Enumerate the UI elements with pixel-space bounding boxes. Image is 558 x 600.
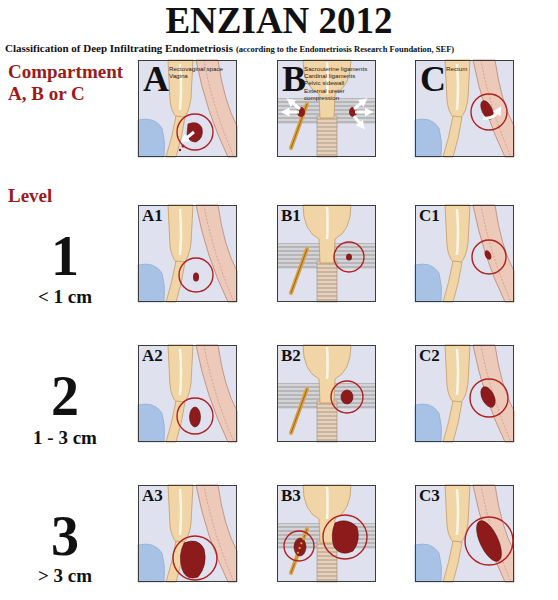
level-panel: C2 — [415, 345, 514, 442]
level-code: A2 — [142, 347, 163, 364]
level-panel: B3 — [277, 485, 376, 582]
level-code: C3 — [419, 487, 440, 504]
section-heading: Level — [8, 186, 136, 207]
level-code: A3 — [142, 487, 163, 504]
page-title: ENZIAN 2012 — [0, 2, 558, 39]
compartment-panel: BSacrouterine ligamentsCardinal ligament… — [277, 60, 376, 157]
level-panel: A3 — [138, 485, 237, 582]
level-code: B1 — [281, 207, 301, 224]
level-number: 2 — [0, 368, 130, 424]
section-subheading: A, B or C — [8, 84, 136, 105]
level-code: C2 — [419, 347, 440, 364]
compartment-panel: ARectovaginal spaceVagina — [138, 60, 237, 157]
anatomy-item: Vagina — [169, 72, 235, 79]
level-number: 3 — [0, 508, 130, 564]
level-panel: C3 — [415, 485, 514, 582]
level-panel: C1 — [415, 205, 514, 302]
level-code: B2 — [281, 347, 301, 364]
size-range: 1 - 3 cm — [0, 428, 130, 447]
level-panel: A2 — [138, 345, 237, 442]
subtitle-row: Classification of Deep Infiltrating Endo… — [5, 42, 555, 54]
compartment-description: Rectum — [446, 65, 512, 72]
anatomy-item: Rectum — [446, 65, 512, 72]
level-panel: A1 — [138, 205, 237, 302]
anatomy-item: Rectovaginal space — [169, 65, 235, 72]
compartment-letter: B — [282, 61, 306, 97]
compartment-panel: CRectum — [415, 60, 514, 157]
subtitle-note: (according to the Endometriosis Research… — [236, 45, 454, 54]
size-range: > 3 cm — [0, 566, 130, 585]
compartment-description: Rectovaginal spaceVagina — [169, 65, 235, 79]
level-code: C1 — [419, 207, 440, 224]
section-heading: Compartment — [8, 62, 136, 83]
compartment-letter: A — [143, 61, 169, 97]
level-code: B3 — [281, 487, 301, 504]
level-panel: B1 — [277, 205, 376, 302]
anatomy-item: Cardinal ligaments — [304, 72, 376, 79]
compartment-description: Sacrouterine ligamentsCardinal ligaments… — [304, 65, 376, 101]
anatomy-item: Pelvic sidewall — [304, 79, 376, 86]
level-number: 1 — [0, 228, 130, 284]
level-panel: B2 — [277, 345, 376, 442]
anatomy-item: External ureter compression — [304, 87, 376, 101]
size-range: < 1 cm — [0, 287, 130, 306]
level-code: A1 — [142, 207, 163, 224]
compartment-letter: C — [420, 61, 446, 97]
subtitle: Classification of Deep Infiltrating Endo… — [5, 42, 233, 54]
anatomy-item: Sacrouterine ligaments — [304, 65, 376, 72]
